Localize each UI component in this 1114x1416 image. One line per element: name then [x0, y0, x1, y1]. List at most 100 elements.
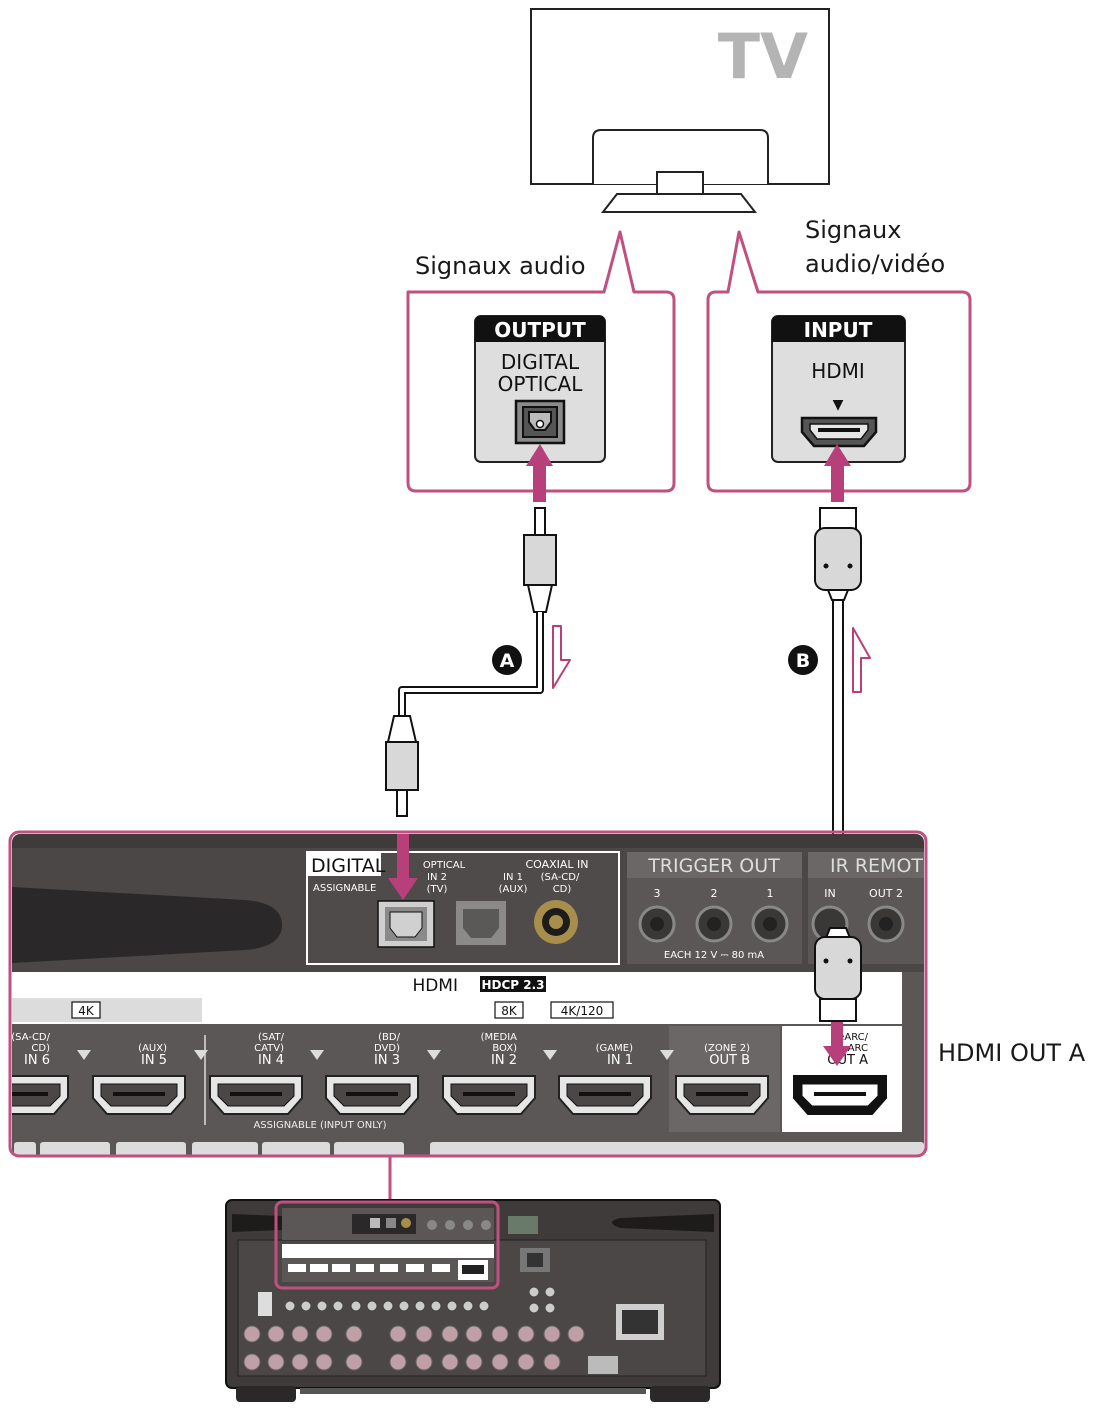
optical-in2-l2: IN 2 [427, 872, 447, 883]
tv: TV [530, 8, 830, 213]
tv-optical-header: OUTPUT [494, 318, 586, 342]
hdmi-out-a-label: HDMI OUT A [938, 1039, 1086, 1067]
hdmi-port-row: (SA-CD/CD)IN 6(AUX)IN 5(SAT/CATV)IN 4(BD… [11, 1032, 887, 1115]
optical-in1-l1: IN 1 [503, 872, 523, 883]
port-sublabel-2: (GAME) [596, 1043, 633, 1054]
port-marker-icon [543, 1050, 557, 1060]
trigger-out-section: TRIGGER OUT 3 2 1 EACH 12 V ⎓ 80 mA [627, 852, 802, 964]
pre-out-tab [430, 1142, 924, 1156]
tv-optical-line2: OPTICAL [498, 372, 584, 396]
port-sublabel-1: (BD/ [378, 1032, 400, 1043]
callout-av-label-line2: audio/vidéo [805, 250, 945, 278]
port-marker-icon [194, 1050, 208, 1060]
hdcp-badge: HDCP 2.3 [481, 978, 544, 992]
bottom-tab [116, 1142, 186, 1156]
bottom-tab [262, 1142, 330, 1156]
tv-hdmi-header-fill [772, 330, 905, 342]
signal-direction-arrow-b [852, 627, 871, 693]
trigger-3: 3 [654, 887, 661, 900]
tv-optical-port-panel: OUTPUT DIGITAL OPTICAL [474, 315, 606, 463]
port-sublabel-2: CD) [31, 1043, 50, 1054]
tv-stand-neck [592, 129, 769, 184]
hdmi-port-in-6: (SA-CD/CD)IN 6 [11, 1032, 69, 1115]
port-sublabel-1: (SAT/ [258, 1032, 285, 1043]
optical-in1-l2: (AUX) [499, 884, 528, 895]
port-sublabel-2: CATV) [254, 1043, 284, 1054]
receiver-overview [225, 1199, 721, 1402]
port-sublabel-1: (MEDIA [481, 1032, 517, 1043]
port-name: IN 4 [258, 1053, 284, 1068]
callout-audio-label: Signaux audio [415, 252, 586, 280]
port-sublabel-2: (ZONE 2) [704, 1043, 750, 1054]
bottom-tab [334, 1142, 404, 1156]
digital-title: DIGITAL [311, 855, 386, 877]
signal-direction-arrow-a [552, 625, 571, 689]
overview-highlight-frame [274, 1200, 500, 1290]
assignable-note: ASSIGNABLE (INPUT ONLY) [253, 1120, 386, 1131]
hdmi-port-in-5: (AUX)IN 5 [77, 1043, 186, 1115]
port-name: IN 3 [374, 1053, 400, 1068]
zoom-frame [8, 830, 928, 1158]
bottom-tab [40, 1142, 110, 1156]
hdmi-port-out-b: (ZONE 2)OUT B [660, 1043, 769, 1115]
bottom-tab [192, 1142, 258, 1156]
antenna [12, 887, 282, 963]
receiver-coaxial-jack [534, 900, 578, 944]
port-marker-icon [77, 1050, 91, 1060]
hdmi-port-in-4: (SAT/CATV)IN 4 [194, 1032, 303, 1115]
cable-a-badge: A [492, 645, 522, 675]
optical-port-icon [514, 399, 566, 445]
bottom-tabs [14, 1142, 924, 1156]
port-sublabel-1: (SA-CD/ [11, 1032, 50, 1043]
hdmi-port-in-1: (GAME)IN 1 [543, 1043, 652, 1115]
cable-a-badge-label: A [500, 650, 515, 672]
arrow-into-tv-optical [526, 444, 553, 502]
arrow-into-receiver-hdmi [823, 1022, 851, 1066]
hdcp-badge-bg [480, 976, 546, 992]
optical-in2-l3: (TV) [427, 884, 448, 895]
digital-assignable: ASSIGNABLE [313, 883, 376, 894]
receiver-optical-in2-jack [377, 900, 435, 948]
cable-b-badge-label: B [796, 650, 810, 672]
bottom-tab [14, 1142, 36, 1156]
badge-8k-box [494, 1001, 524, 1019]
coaxial-l1: COAXIAL IN [525, 858, 588, 871]
port-marker-icon [310, 1050, 324, 1060]
tv-hdmi-port-panel: INPUT HDMI ▼ [771, 315, 906, 463]
port-name: IN 2 [491, 1053, 517, 1068]
badge-4k-box [71, 1001, 101, 1019]
port-sublabel-2: ARC [848, 1043, 868, 1054]
port-sublabel-2: (AUX) [138, 1043, 167, 1054]
port-sublabel-2: DVD) [374, 1043, 400, 1054]
receiver-rear-panel-zoom: DIGITAL ASSIGNABLE OPTICAL IN 2 (TV) IN … [8, 830, 935, 1158]
badge-8k: 8K [501, 1004, 518, 1018]
arrow-into-receiver-optical [388, 834, 418, 900]
tv-hdmi-marker: ▼ [833, 397, 844, 413]
hdmi-section-title: HDMI [412, 976, 458, 996]
badge-4k120: 4K/120 [561, 1004, 603, 1018]
tv-stand-base [600, 193, 758, 213]
port-sublabel-2: BOX) [492, 1043, 517, 1054]
digital-title-bg [307, 852, 381, 876]
ir-out2-label: OUT 2 [869, 887, 903, 900]
callout-av-label-line1: Signaux [805, 216, 901, 244]
port-marker-icon [427, 1050, 441, 1060]
optical-in2-l1: OPTICAL [423, 860, 466, 871]
trigger-1: 1 [767, 887, 774, 900]
arrow-into-tv-hdmi [824, 444, 851, 502]
hdmi-plug-receiver-end [814, 927, 862, 1022]
trigger-2: 2 [711, 887, 718, 900]
coaxial-l3: CD) [553, 884, 572, 895]
trigger-spec: EACH 12 V ⎓ 80 mA [664, 950, 764, 961]
trigger-title: TRIGGER OUT [647, 855, 780, 877]
tv-hdmi-line1: HDMI [811, 359, 865, 383]
hdmi-port-in-3: (BD/DVD)IN 3 [310, 1032, 419, 1115]
receiver-optical-in1-jack [456, 901, 506, 945]
port-name: IN 5 [141, 1053, 167, 1068]
port-name: IN 1 [607, 1053, 633, 1068]
cable-b-badge: B [788, 645, 818, 675]
ir-remote-title: IR REMOTE [830, 855, 935, 877]
tv-optical-line1: DIGITAL [501, 350, 580, 374]
port-name: IN 6 [24, 1053, 50, 1068]
